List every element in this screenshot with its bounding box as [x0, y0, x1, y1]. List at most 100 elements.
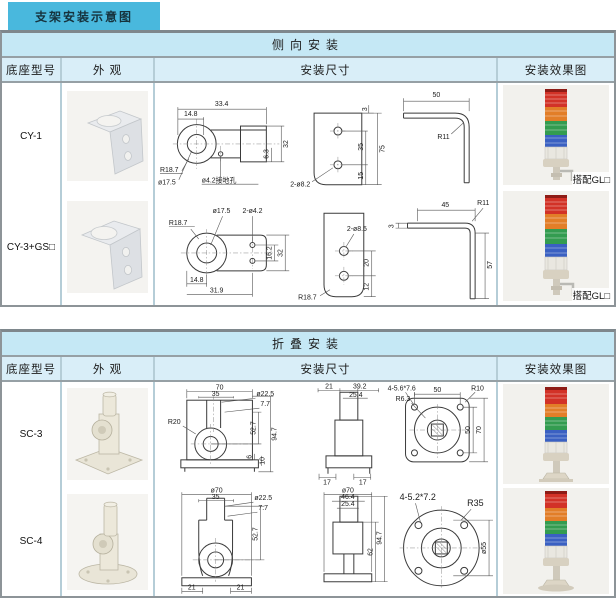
effect-note: 搭配GL□ [571, 288, 611, 302]
dim-label: 21 [188, 585, 196, 592]
dim-label: 25.4 [349, 392, 363, 399]
dim-label: 70 [216, 384, 224, 391]
tower-light-photo [503, 191, 609, 301]
dim-label: 50 [465, 426, 472, 434]
dim-label: 35 [358, 143, 365, 151]
cy1-dimension-views: 33.4 14.8 R18.7 ø17.5 ø4.2接地孔 32 6.3 3 7… [158, 92, 470, 189]
dim-label: R11 [437, 134, 449, 141]
dim-label: 12 [364, 283, 371, 291]
table-side-title: 侧向安装 [2, 33, 614, 58]
dim-label: 15 [358, 172, 365, 180]
dim-label: 75 [380, 145, 387, 153]
tower-light-photo [503, 488, 609, 594]
dim-label: 52.7 [252, 527, 259, 541]
sc3-dimension-views: 70 35 ø22.5 7.7 R20 52.7 94.7 6 10 [168, 383, 489, 486]
table-row-cy1: CY-1 33.4 14.8 R18.7 [2, 83, 614, 189]
table-fold-header-row: 底座型号 外 观 安装尺寸 安装效果图 [2, 357, 614, 382]
dim-label: 6.3 [263, 149, 270, 159]
dim-label: R6.3 [396, 396, 411, 403]
l-bracket-photo [67, 91, 148, 181]
dim-label: 3 [389, 224, 396, 228]
dim-label: 31.9 [210, 288, 224, 295]
dim-label: 94.7 [271, 427, 278, 441]
model-label: SC-3 [2, 382, 62, 486]
cy3-dimension-views: R18.7 ø17.5 2-ø4.2 16.2 32 14.8 31.9 2-ø… [169, 200, 494, 302]
dim-label: R18.7 [169, 220, 188, 227]
header-appearance: 外 观 [62, 58, 155, 81]
dim-label: 16.2 [266, 246, 273, 260]
dim-label: 6 [246, 455, 253, 459]
dim-label: 70 [476, 426, 483, 434]
effect-photo-sc4 [498, 486, 614, 596]
dim-label: ø22.5 [254, 495, 272, 502]
header-effect: 安装效果图 [524, 64, 588, 77]
appearance-photo-sc4 [62, 486, 155, 596]
dim-label: 94.7 [377, 531, 384, 545]
dim-label: 2-ø8.5 [347, 226, 367, 233]
dim-label: 25.4 [341, 501, 355, 508]
dim-label: 4-5.2*7.2 [400, 492, 436, 502]
page-title-text: 支架安装示意图 [34, 9, 133, 24]
dim-label: 14.8 [190, 277, 204, 284]
dim-label: 21 [325, 383, 333, 390]
header-effect: 安装效果图 [524, 363, 588, 376]
dim-label: 4-5.6*7.6 [388, 385, 416, 392]
header-dimensions: 安装尺寸 [155, 357, 498, 380]
table-side-header-row: 底座型号 外 观 安装尺寸 安装效果图 [2, 58, 614, 83]
dim-label: 17 [359, 480, 367, 486]
dim-label: 32 [283, 140, 290, 148]
header-appearance: 外 观 [62, 357, 155, 380]
dim-label: ø70 [211, 487, 223, 494]
dim-label: 45 [441, 202, 449, 209]
dim-label: 57 [487, 261, 494, 269]
model-label: CY-3+GS□ [2, 189, 62, 305]
dim-label: R10 [471, 385, 484, 392]
dim-label: 50 [433, 387, 441, 394]
tower-light-photo [503, 384, 609, 484]
dim-label: ø55 [481, 542, 488, 554]
table-row-sc4: SC-4 ø70 [2, 486, 614, 596]
dim-label: ø4.2接地孔 [202, 176, 237, 185]
tower-light-photo [503, 85, 609, 185]
table-row-sc3: SC-3 70 [2, 382, 614, 486]
dimensions-drawing-sc3: 70 35 ø22.5 7.7 R20 52.7 94.7 6 10 [155, 382, 498, 486]
effect-photo-sc3 [498, 382, 614, 486]
effect-note: 搭配GL□ [571, 172, 611, 186]
dim-label: 50 [432, 92, 440, 99]
dim-label: 2-ø4.2 [242, 208, 262, 215]
dim-label: ø70 [342, 487, 354, 494]
appearance-photo-cy1 [62, 83, 155, 189]
dim-label: 7.7 [260, 401, 270, 408]
header-dimensions: 安装尺寸 [155, 58, 498, 81]
dimensions-drawing-sc4: ø70 35 ø22.5 7.7 52.7 21 21 ø70 46.4 2 [155, 486, 498, 596]
dim-label: R18.7 [298, 295, 317, 302]
dim-label: 7.7 [258, 505, 268, 512]
dim-label: 32 [277, 249, 284, 257]
dim-label: ø17.5 [213, 208, 231, 215]
dim-label: 46.4 [341, 494, 355, 501]
dimensions-drawing-cy1: 33.4 14.8 R18.7 ø17.5 ø4.2接地孔 32 6.3 3 7… [155, 83, 498, 189]
dim-label: R35 [467, 498, 483, 508]
dim-label: 3 [362, 107, 369, 111]
dim-label: ø22.5 [256, 391, 274, 398]
model-label: CY-1 [2, 83, 62, 189]
dim-label: 2-ø8.2 [290, 182, 310, 189]
page-title: 支架安装示意图 [8, 2, 160, 30]
sc4-dimension-views: ø70 35 ø22.5 7.7 52.7 21 21 ø70 46.4 2 [181, 487, 494, 594]
dim-label: 62 [368, 548, 375, 556]
effect-photo-cy1: 搭配GL□ [498, 83, 614, 189]
dim-label: R18.7 [160, 167, 179, 174]
dim-label: 10 [259, 457, 266, 465]
dim-label: ø17.5 [158, 180, 176, 187]
table-row-cy3: CY-3+GS□ R18.7 ø17.5 2- [2, 189, 614, 305]
table-fold-title: 折叠安装 [2, 332, 614, 357]
appearance-photo-cy3 [62, 189, 155, 305]
dim-label: 39.2 [353, 383, 367, 390]
fold-bracket-photo [67, 494, 148, 590]
dim-label: 35 [212, 494, 220, 501]
dim-label: 20 [364, 259, 371, 267]
model-label: SC-4 [2, 486, 62, 596]
dimensions-drawing-cy3: R18.7 ø17.5 2-ø4.2 16.2 32 14.8 31.9 2-ø… [155, 189, 498, 305]
dim-label: 52.7 [250, 421, 257, 435]
table-fold-install: 折叠安装 底座型号 外 观 安装尺寸 安装效果图 SC-3 [0, 329, 616, 598]
